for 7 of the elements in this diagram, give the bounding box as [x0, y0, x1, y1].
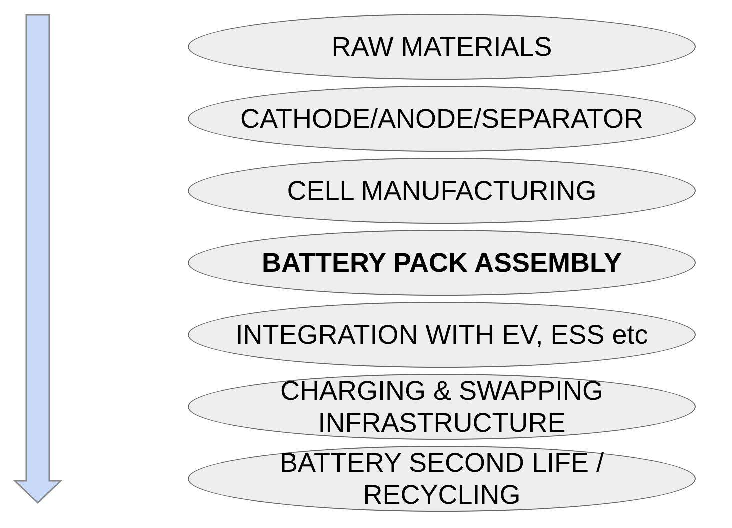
stage-label: BATTERY PACK ASSEMBLY	[260, 247, 624, 279]
stage-label: CELL MANUFACTURING	[286, 175, 598, 207]
stage-label: CATHODE/ANODE/SEPARATOR	[239, 103, 645, 135]
stage-label: BATTERY SECOND LIFE / RECYCLING	[278, 447, 606, 511]
stage-label: CHARGING & SWAPPING INFRASTRUCTURE	[279, 375, 605, 439]
stage-label: INTEGRATION WITH EV, ESS etc	[234, 319, 650, 351]
stage-label: RAW MATERIALS	[330, 31, 554, 63]
